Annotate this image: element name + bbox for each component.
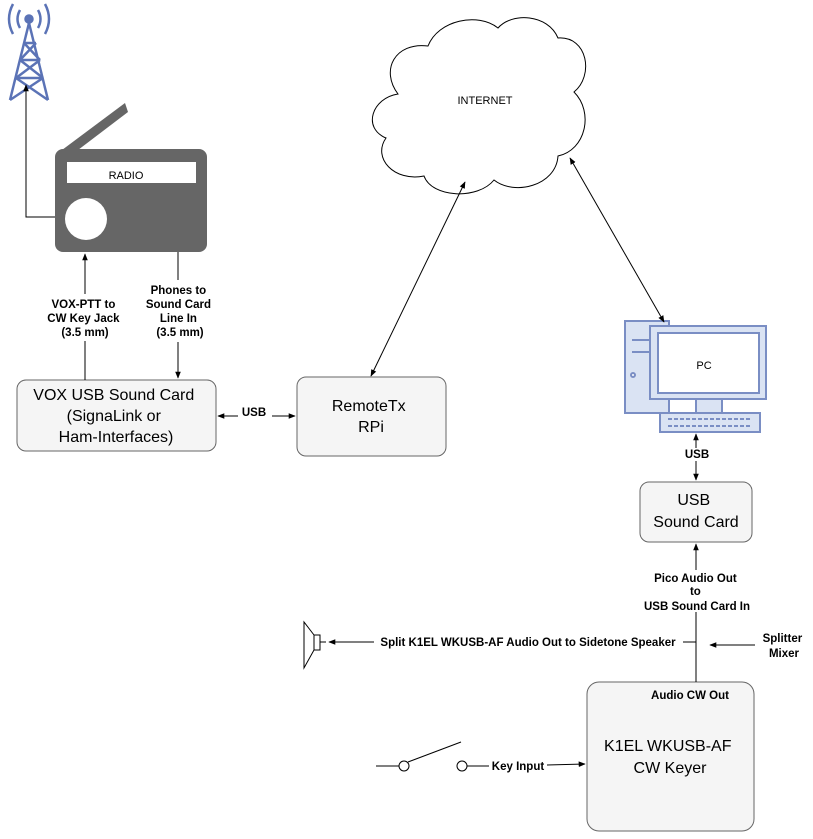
audio-cw-out-label: Audio CW Out bbox=[651, 690, 729, 702]
vox-card-line-1: VOX USB Sound Card bbox=[33, 387, 194, 404]
keyer-line-1: K1EL WKUSB-AF bbox=[604, 738, 732, 755]
remotetx-line-1: RemoteTx bbox=[332, 398, 406, 415]
key-input-label: Key Input bbox=[492, 761, 545, 773]
phones-label: Phones to Sound Card Line In (3.5 mm) bbox=[146, 285, 214, 339]
speaker-icon bbox=[303, 620, 326, 670]
phones-line-1: Phones to bbox=[151, 285, 207, 297]
radio-icon bbox=[55, 103, 207, 252]
splitter-line-2: Mixer bbox=[769, 648, 800, 660]
k1el-keyer-box: K1EL WKUSB-AF CW Keyer bbox=[586, 681, 755, 832]
key-switch-icon bbox=[376, 741, 468, 772]
usb-card-line-1: USB bbox=[677, 492, 710, 509]
usb-pc-card-label: USB bbox=[685, 449, 709, 461]
vox-ptt-line-3: (3.5 mm) bbox=[61, 327, 108, 339]
split-audio-label: Split K1EL WKUSB-AF Audio Out to Sideton… bbox=[380, 637, 676, 649]
splitter-line-1: Splitter bbox=[763, 633, 803, 645]
vox-ptt-label: VOX-PTT to CW Key Jack (3.5 mm) bbox=[47, 299, 122, 339]
vox-ptt-line-1: VOX-PTT to bbox=[51, 299, 115, 311]
remotetx-rpi-box: RemoteTx RPi bbox=[296, 376, 447, 457]
edge-key-input-right bbox=[546, 761, 586, 767]
vox-usb-sound-card-box: VOX USB Sound Card (SignaLink or Ham-Int… bbox=[16, 379, 217, 452]
phones-line-4: (3.5 mm) bbox=[156, 327, 203, 339]
edge-internet-pc bbox=[569, 157, 665, 323]
svg-text:USB Sound Card: USB Sound Card bbox=[653, 492, 738, 531]
radio-label: RADIO bbox=[109, 170, 144, 182]
vox-ptt-line-2: CW Key Jack bbox=[47, 313, 120, 325]
usb-card-line-2: Sound Card bbox=[653, 514, 738, 531]
usb-sound-card-box: USB Sound Card bbox=[639, 481, 753, 543]
internet-label: INTERNET bbox=[458, 95, 513, 107]
svg-text:RemoteTx RPi: RemoteTx RPi bbox=[332, 398, 410, 436]
pc-label: PC bbox=[696, 360, 711, 372]
vox-card-line-3: Ham-Interfaces) bbox=[59, 429, 174, 446]
edge-rpi-internet bbox=[370, 181, 466, 377]
svg-text:VOX USB Sound Card (Sign: VOX USB Sound Card (SignaLink or Ham-Int… bbox=[33, 387, 198, 446]
antenna-tower-icon bbox=[7, 3, 51, 102]
pc-icon bbox=[624, 320, 767, 433]
phones-line-2: Sound Card bbox=[146, 299, 211, 311]
remotetx-line-2: RPi bbox=[358, 419, 384, 436]
vox-card-line-2: (SignaLink or bbox=[67, 408, 162, 425]
pico-audio-line-2: to bbox=[690, 586, 701, 598]
svg-text:K1EL WKUSB-AF CW Keyer: K1EL WKUSB-AF CW Keyer bbox=[604, 738, 736, 777]
edge-radio-antenna bbox=[23, 84, 55, 218]
usb-vox-rpi-label: USB bbox=[242, 407, 266, 419]
internet-cloud bbox=[371, 17, 587, 195]
splitter-label: Splitter Mixer bbox=[763, 633, 806, 660]
pico-audio-line-1: Pico Audio Out bbox=[654, 573, 737, 585]
keyer-line-2: CW Keyer bbox=[634, 760, 708, 777]
pico-audio-label: Pico Audio Out to USB Sound Card In bbox=[644, 573, 750, 613]
phones-line-3: Line In bbox=[160, 313, 197, 325]
pico-audio-line-3: USB Sound Card In bbox=[644, 601, 750, 613]
